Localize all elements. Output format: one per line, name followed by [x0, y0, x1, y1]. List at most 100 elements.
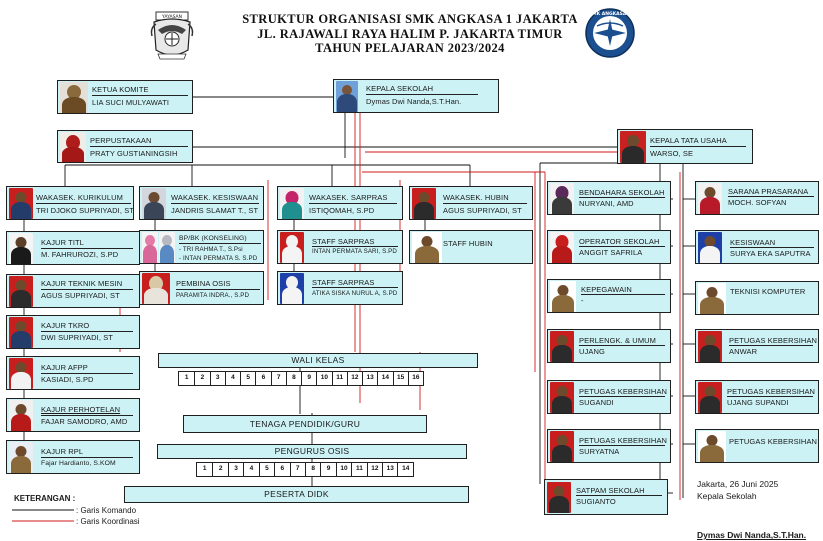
pengurus-osis-number-4: 4 [243, 463, 258, 476]
kajur-titl-photo [9, 233, 33, 264]
satpam-name: SUGIANTO [576, 497, 616, 506]
pembina-osis-photo [142, 273, 170, 304]
kebersihan-3-title: PETUGAS KEBERSIHAN [729, 437, 818, 446]
wakasek-kesiswaan-photo [142, 188, 166, 219]
staff-sarpras-1-title: STAFF SARPRAS [312, 237, 375, 246]
sarana-prasarana-box: SARANA PRASARANA MOCH. SOFYAN [695, 181, 819, 215]
staff-sarpras-2-name: ATIKA SISKA NURUL A, S.PD [312, 290, 398, 297]
ketua-komite-photo [60, 82, 88, 113]
kepala-sekolah-photo [336, 81, 358, 112]
kajur-tkro-photo [9, 317, 33, 348]
pengurus-osis-number-10: 10 [335, 463, 351, 476]
kajur-tkro-box: KAJUR TKRO DWI SUPRIYADI, ST [6, 315, 140, 349]
kajur-tkro-name: DWI SUPRIYADI, ST [41, 333, 113, 342]
kajur-perhotelan-title: KAJUR PERHOTELAN [41, 405, 121, 414]
kajur-teknik-mesin-box: KAJUR TEKNIK MESIN AGUS SUPRIYADI, ST [6, 274, 140, 308]
kebersihan-suryatna-box: PETUGAS KEBERSIHAN SURYATNA [547, 429, 671, 463]
signature-role: Kepala Sekolah [697, 491, 757, 501]
wali-kelas-number-11: 11 [331, 372, 347, 385]
bp-bk-name-1: - TRI RAHMA T., S.Psi [179, 246, 243, 253]
kebersihan-sugandi-name: SUGANDI [579, 398, 614, 407]
kebersihan-anwar-photo [698, 331, 722, 362]
wakasek-hubin-title: WAKASEK. HUBIN [443, 193, 509, 202]
pengurus-osis-bar: PENGURUS OSIS [157, 444, 467, 459]
sarana-prasarana-title: SARANA PRASARANA [728, 187, 809, 196]
kesiswaan-staff-box: KESISWAAN SURYA EKA SAPUTRA [695, 230, 819, 264]
pengurus-osis-number-12: 12 [366, 463, 382, 476]
wali-kelas-number-7: 7 [270, 372, 286, 385]
bendahara-box: BENDAHARA SEKOLAH NURYANI, AMD [547, 181, 671, 215]
bendahara-name: NURYANI, AMD [579, 199, 634, 208]
kepala-sekolah-name: Dymas Dwi Nanda,S.T.Han. [366, 97, 462, 106]
kajur-rpl-name: Fajar Hardianto, S.KOM [41, 460, 116, 467]
svg-text:SMK ANGKASA 1: SMK ANGKASA 1 [589, 11, 631, 17]
kajur-teknik-mesin-title: KAJUR TEKNIK MESIN [41, 279, 123, 288]
pengurus-osis-number-2: 2 [212, 463, 227, 476]
kajur-rpl-box: KAJUR RPL Fajar Hardianto, S.KOM [6, 440, 140, 474]
kebersihan-anwar-name: ANWAR [729, 347, 758, 356]
kepegawaian-title: KEPEGAWAIN [581, 285, 632, 294]
pengurus-osis-number-6: 6 [274, 463, 289, 476]
kebersihan-suryatna-title: PETUGAS KEBERSIHAN [579, 436, 668, 445]
ketua-komite-name: LIA SUCI MULYAWATI [92, 98, 170, 107]
teknisi-komputer-title: TEKNISI KOMPUTER [730, 287, 806, 296]
perpustakaan-name: PRATY GUSTIANINGSIH [90, 149, 178, 158]
satpam-photo [547, 482, 571, 513]
kepala-tata-usaha-name: WARSO, SE [650, 149, 694, 158]
kepegawaian-name: - [581, 296, 584, 305]
pembina-osis-title: PEMBINA OSIS [176, 279, 231, 288]
kajur-perhotelan-name: FAJAR SAMODRO, AMD [41, 417, 128, 426]
kepegawaian-box: KEPEGAWAIN - [547, 279, 671, 313]
wali-kelas-number-15: 15 [392, 372, 408, 385]
staff-sarpras-2-photo [280, 273, 304, 304]
wakasek-kurikulum-box: WAKASEK. KURIKULUM TRI DJOKO SUPRIYADI, … [6, 186, 134, 220]
kepala-tata-usaha-title: KEPALA TATA USAHA [650, 136, 727, 145]
kebersihan-sugandi-title: PETUGAS KEBERSIHAN [579, 387, 668, 396]
kepala-tata-usaha-photo [620, 131, 646, 163]
kajur-teknik-mesin-name: AGUS SUPRIYADI, ST [41, 291, 120, 300]
kebersihan-3-photo [698, 431, 726, 462]
pengurus-osis-number-1: 1 [202, 465, 207, 472]
kebersihan-ujang-title: PETUGAS KEBERSIHAN [727, 387, 816, 396]
wali-kelas-number-14: 14 [377, 372, 392, 385]
wali-kelas-number-5: 5 [240, 372, 255, 385]
teknisi-komputer-photo [698, 283, 726, 314]
bp-bk-box: BP/BK (KONSELING) - TRI RAHMA T., S.Psi … [139, 230, 264, 264]
wakasek-sarpras-box: WAKASEK. SARPRAS ISTIQOMAH, S.PD [277, 186, 403, 220]
staff-hubin-title: STAFF HUBIN [443, 239, 493, 248]
pengurus-osis-number-3: 3 [227, 463, 243, 476]
ketua-komite-title: KETUA KOMITE [92, 85, 149, 94]
bp-bk-name-2: - INTAN PERMATA S. S.PD [179, 255, 258, 262]
staff-sarpras-1-photo [280, 232, 304, 263]
wakasek-kurikulum-name: TRI DJOKO SUPRIYADI, ST [36, 206, 135, 215]
wakasek-kurikulum-photo [9, 188, 33, 219]
legend-swatches [12, 509, 74, 522]
chart-title: STRUKTUR ORGANISASI SMK ANGKASA 1 JAKART… [210, 12, 610, 56]
kajur-afpp-box: KAJUR AFPP KASIADI, S.PD [6, 356, 140, 390]
pengurus-osis-number-14: 14 [397, 463, 412, 476]
wakasek-kesiswaan-name: JANDRIS SLAMAT T., ST [171, 206, 259, 215]
kebersihan-anwar-title: PETUGAS KEBERSIHAN [729, 336, 818, 345]
sarana-prasarana-name: MOCH. SOFYAN [728, 198, 787, 207]
kajur-afpp-photo [9, 358, 33, 389]
kebersihan-anwar-box: PETUGAS KEBERSIHAN ANWAR [695, 329, 819, 363]
pengurus-osis-number-9: 9 [320, 463, 335, 476]
wali-kelas-number-9: 9 [301, 372, 316, 385]
kebersihan-ujang-box: PETUGAS KEBERSIHAN UJANG SUPANDI [695, 380, 819, 414]
staff-hubin-photo [412, 232, 442, 263]
staff-sarpras-1-box: STAFF SARPRAS INTAN PERMATA SARI, S.PD [277, 230, 403, 264]
kepala-sekolah-box: KEPALA SEKOLAH Dymas Dwi Nanda,S.T.Han. [333, 79, 499, 113]
kajur-afpp-title: KAJUR AFPP [41, 363, 88, 372]
title-line-1: STRUKTUR ORGANISASI SMK ANGKASA 1 JAKART… [242, 12, 578, 26]
kajur-rpl-title: KAJUR RPL [41, 447, 84, 456]
kepala-sekolah-title: KEPALA SEKOLAH [366, 84, 434, 93]
staff-sarpras-2-box: STAFF SARPRAS ATIKA SISKA NURUL A, S.PD [277, 271, 403, 305]
kepegawaian-photo [550, 281, 576, 312]
kesiswaan-staff-photo [698, 232, 722, 263]
kajur-perhotelan-box: KAJUR PERHOTELAN FAJAR SAMODRO, AMD [6, 398, 140, 432]
kesiswaan-staff-name: SURYA EKA SAPUTRA [730, 249, 811, 258]
wali-kelas-number-16: 16 [407, 372, 423, 385]
wakasek-kesiswaan-title: WAKASEK. KESISWAAN [171, 193, 259, 202]
perlengkapan-name: UJANG [579, 347, 605, 356]
pembina-osis-box: PEMBINA OSIS PARAMITA INDRA., S.PD [139, 271, 264, 305]
